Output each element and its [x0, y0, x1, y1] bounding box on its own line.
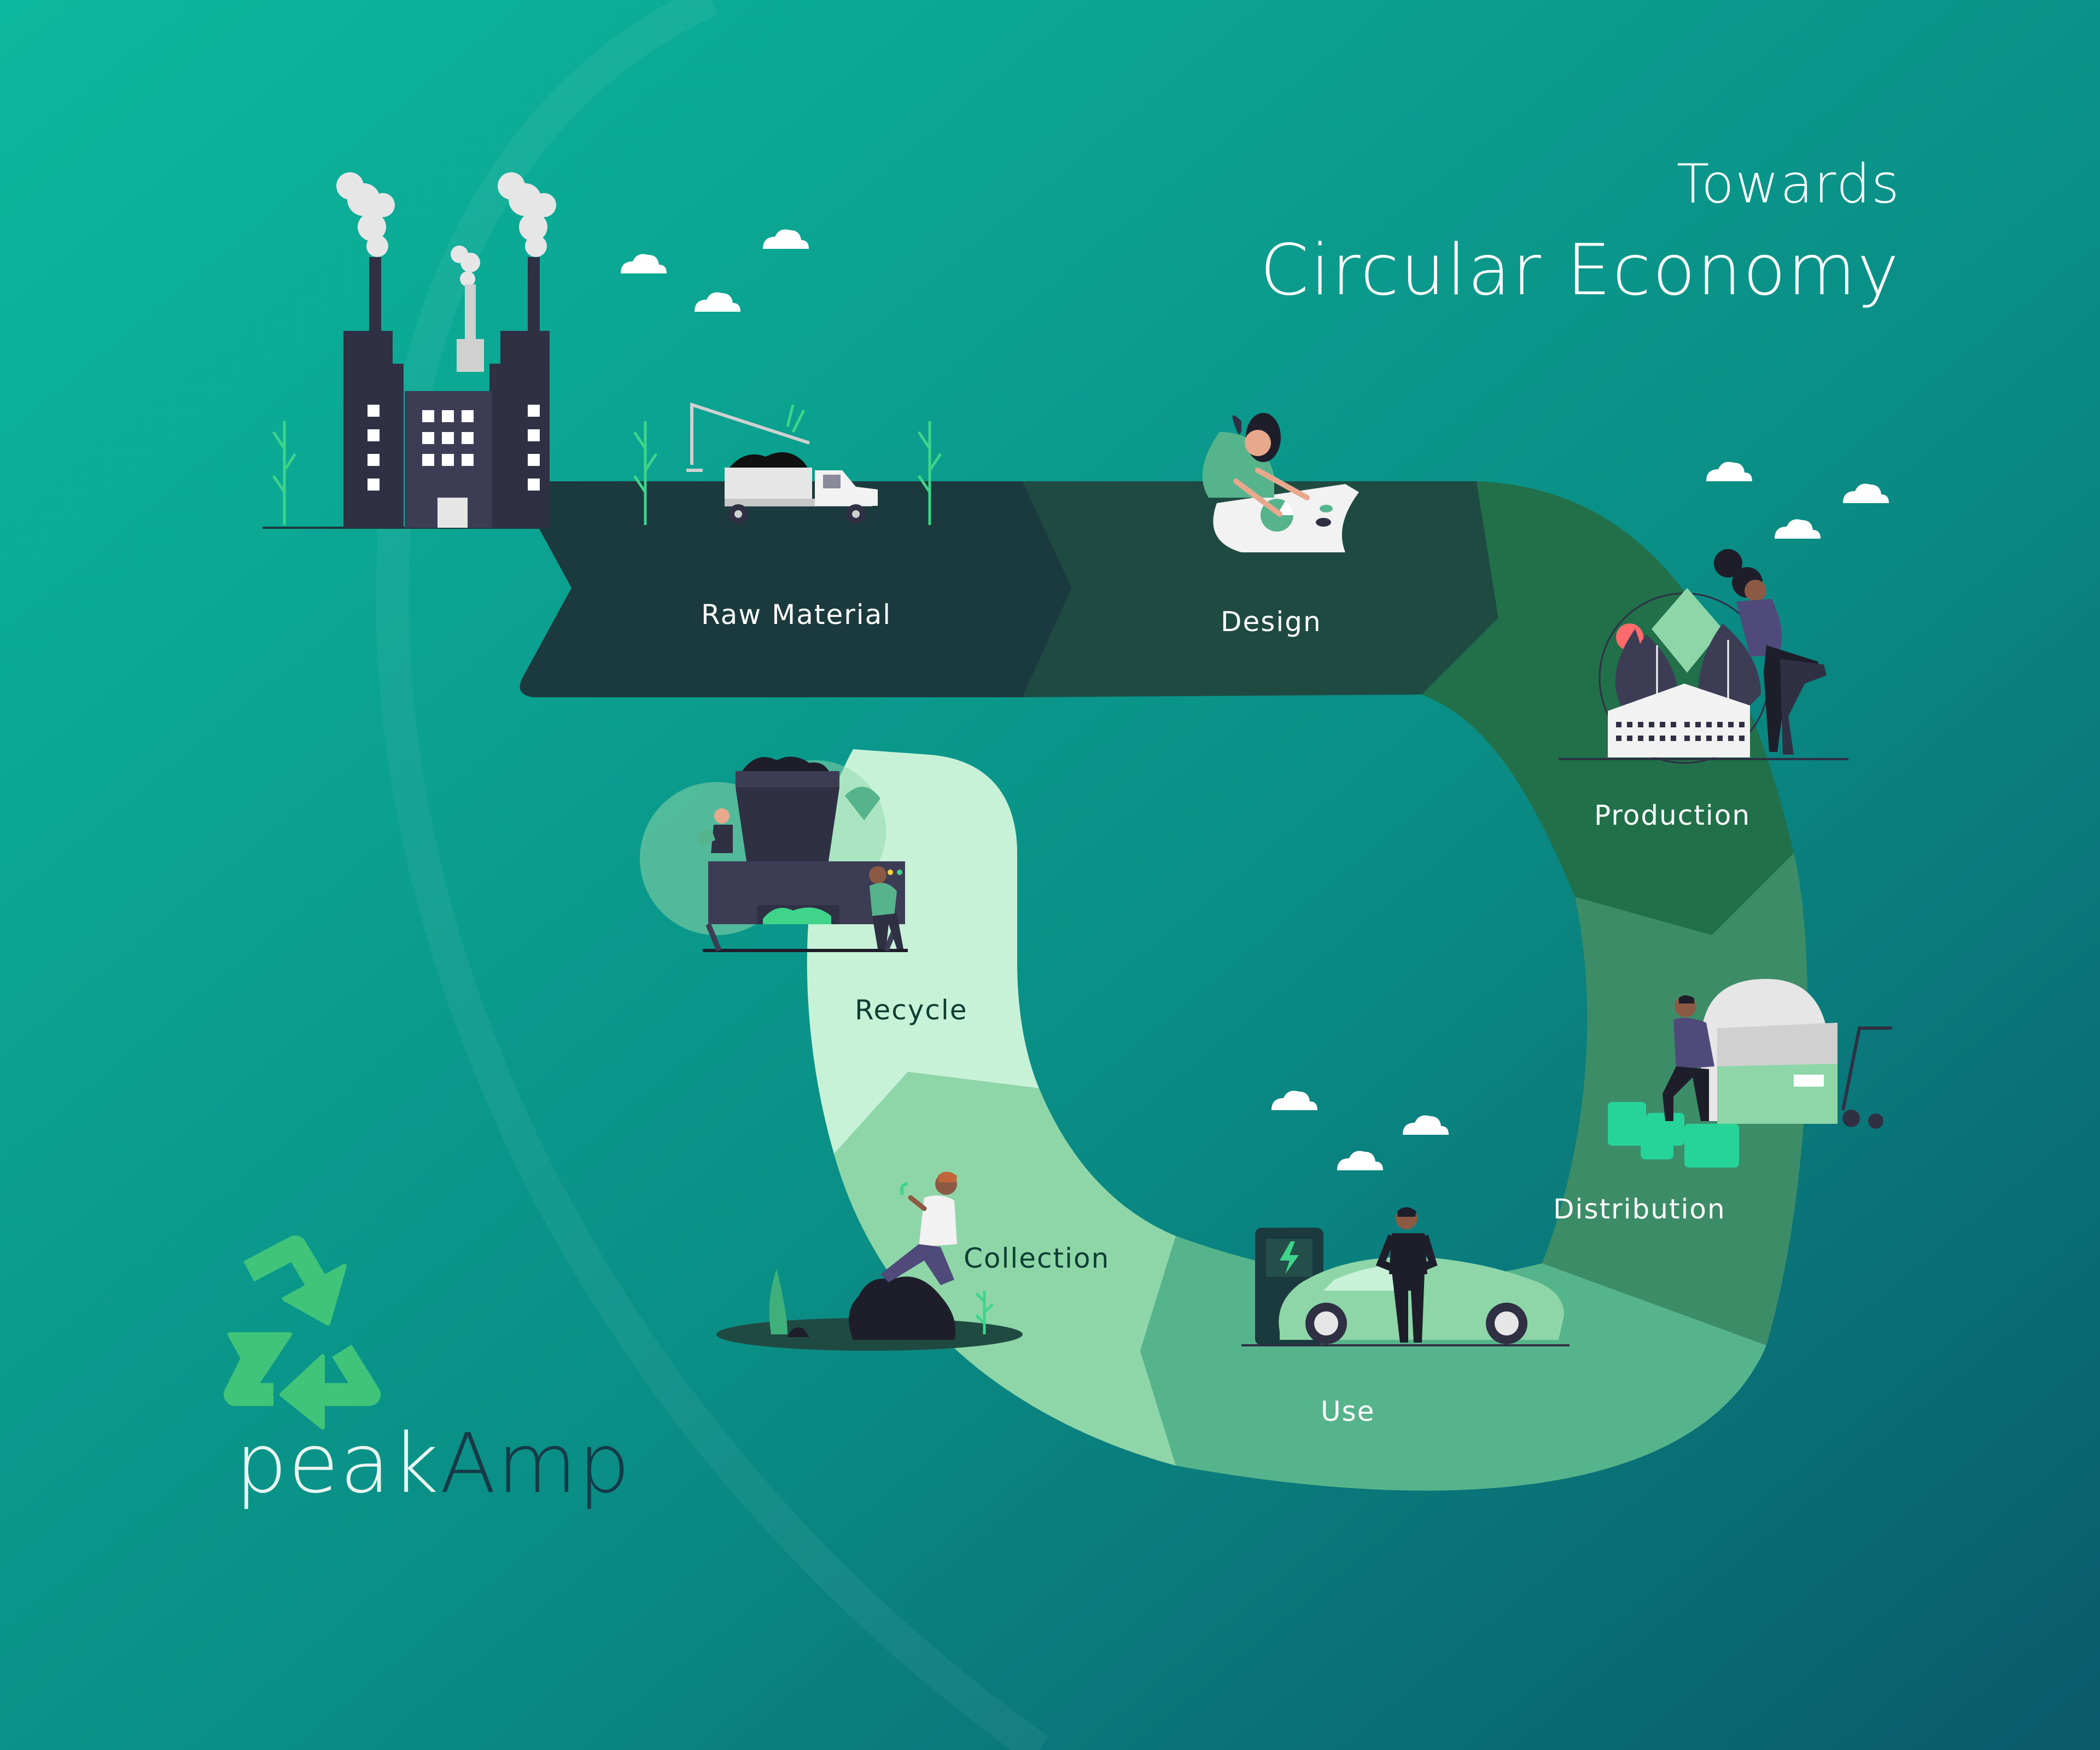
- cloud-icon: [1403, 1115, 1449, 1135]
- stage-label-collection: Collection: [964, 1242, 1110, 1274]
- stage-label-use: Use: [1321, 1396, 1375, 1427]
- warehouse-icon: [1701, 979, 1892, 1129]
- brand-logo-text: peakAmp: [235, 1416, 631, 1512]
- stage-label-design: Design: [1221, 606, 1322, 638]
- stage-label-production: Production: [1594, 800, 1751, 831]
- background-swirl: [376, 0, 1049, 1750]
- brand-part-2: Amp: [440, 1416, 632, 1512]
- cloud-icon: [763, 229, 809, 249]
- plant-icon: [272, 404, 942, 525]
- person-icon: [1662, 995, 1714, 1121]
- stage-label-distribution: Distribution: [1553, 1193, 1726, 1225]
- package-icon: [1608, 1102, 1739, 1168]
- person-icon: [1714, 549, 1827, 755]
- collection-segment: [834, 1072, 1176, 1466]
- design-segment: [1023, 481, 1498, 697]
- recycle-icon: [224, 1235, 381, 1430]
- cloud-icon: [621, 254, 667, 273]
- cloud-icon: [695, 292, 740, 312]
- collection-scene-icon: [716, 1171, 1023, 1351]
- brand-part-1: peak: [235, 1416, 440, 1512]
- cloud-icon: [1337, 1151, 1383, 1170]
- cloud-icon: [1775, 519, 1821, 539]
- raw-material-segment: [520, 481, 1072, 697]
- title-line-1: Towards: [1676, 153, 1900, 215]
- cloud-icon: [1843, 483, 1889, 503]
- designer-icon: [1202, 413, 1359, 552]
- production-segment: [1422, 481, 1794, 935]
- distribution-segment: [1542, 853, 1808, 1345]
- title-line-2: Circular Economy: [1260, 230, 1900, 311]
- factory-icon: [262, 172, 954, 529]
- cloud-icon: [1706, 462, 1752, 481]
- truck-icon: [686, 402, 878, 524]
- cloud-icon: [1271, 1090, 1317, 1110]
- recycling-machine-icon: [640, 756, 949, 952]
- production-building-icon: [1559, 588, 1848, 764]
- stage-label-recycle: Recycle: [855, 994, 968, 1026]
- stage-label-raw-material: Raw Material: [701, 599, 892, 631]
- person-icon: [1375, 1207, 1438, 1343]
